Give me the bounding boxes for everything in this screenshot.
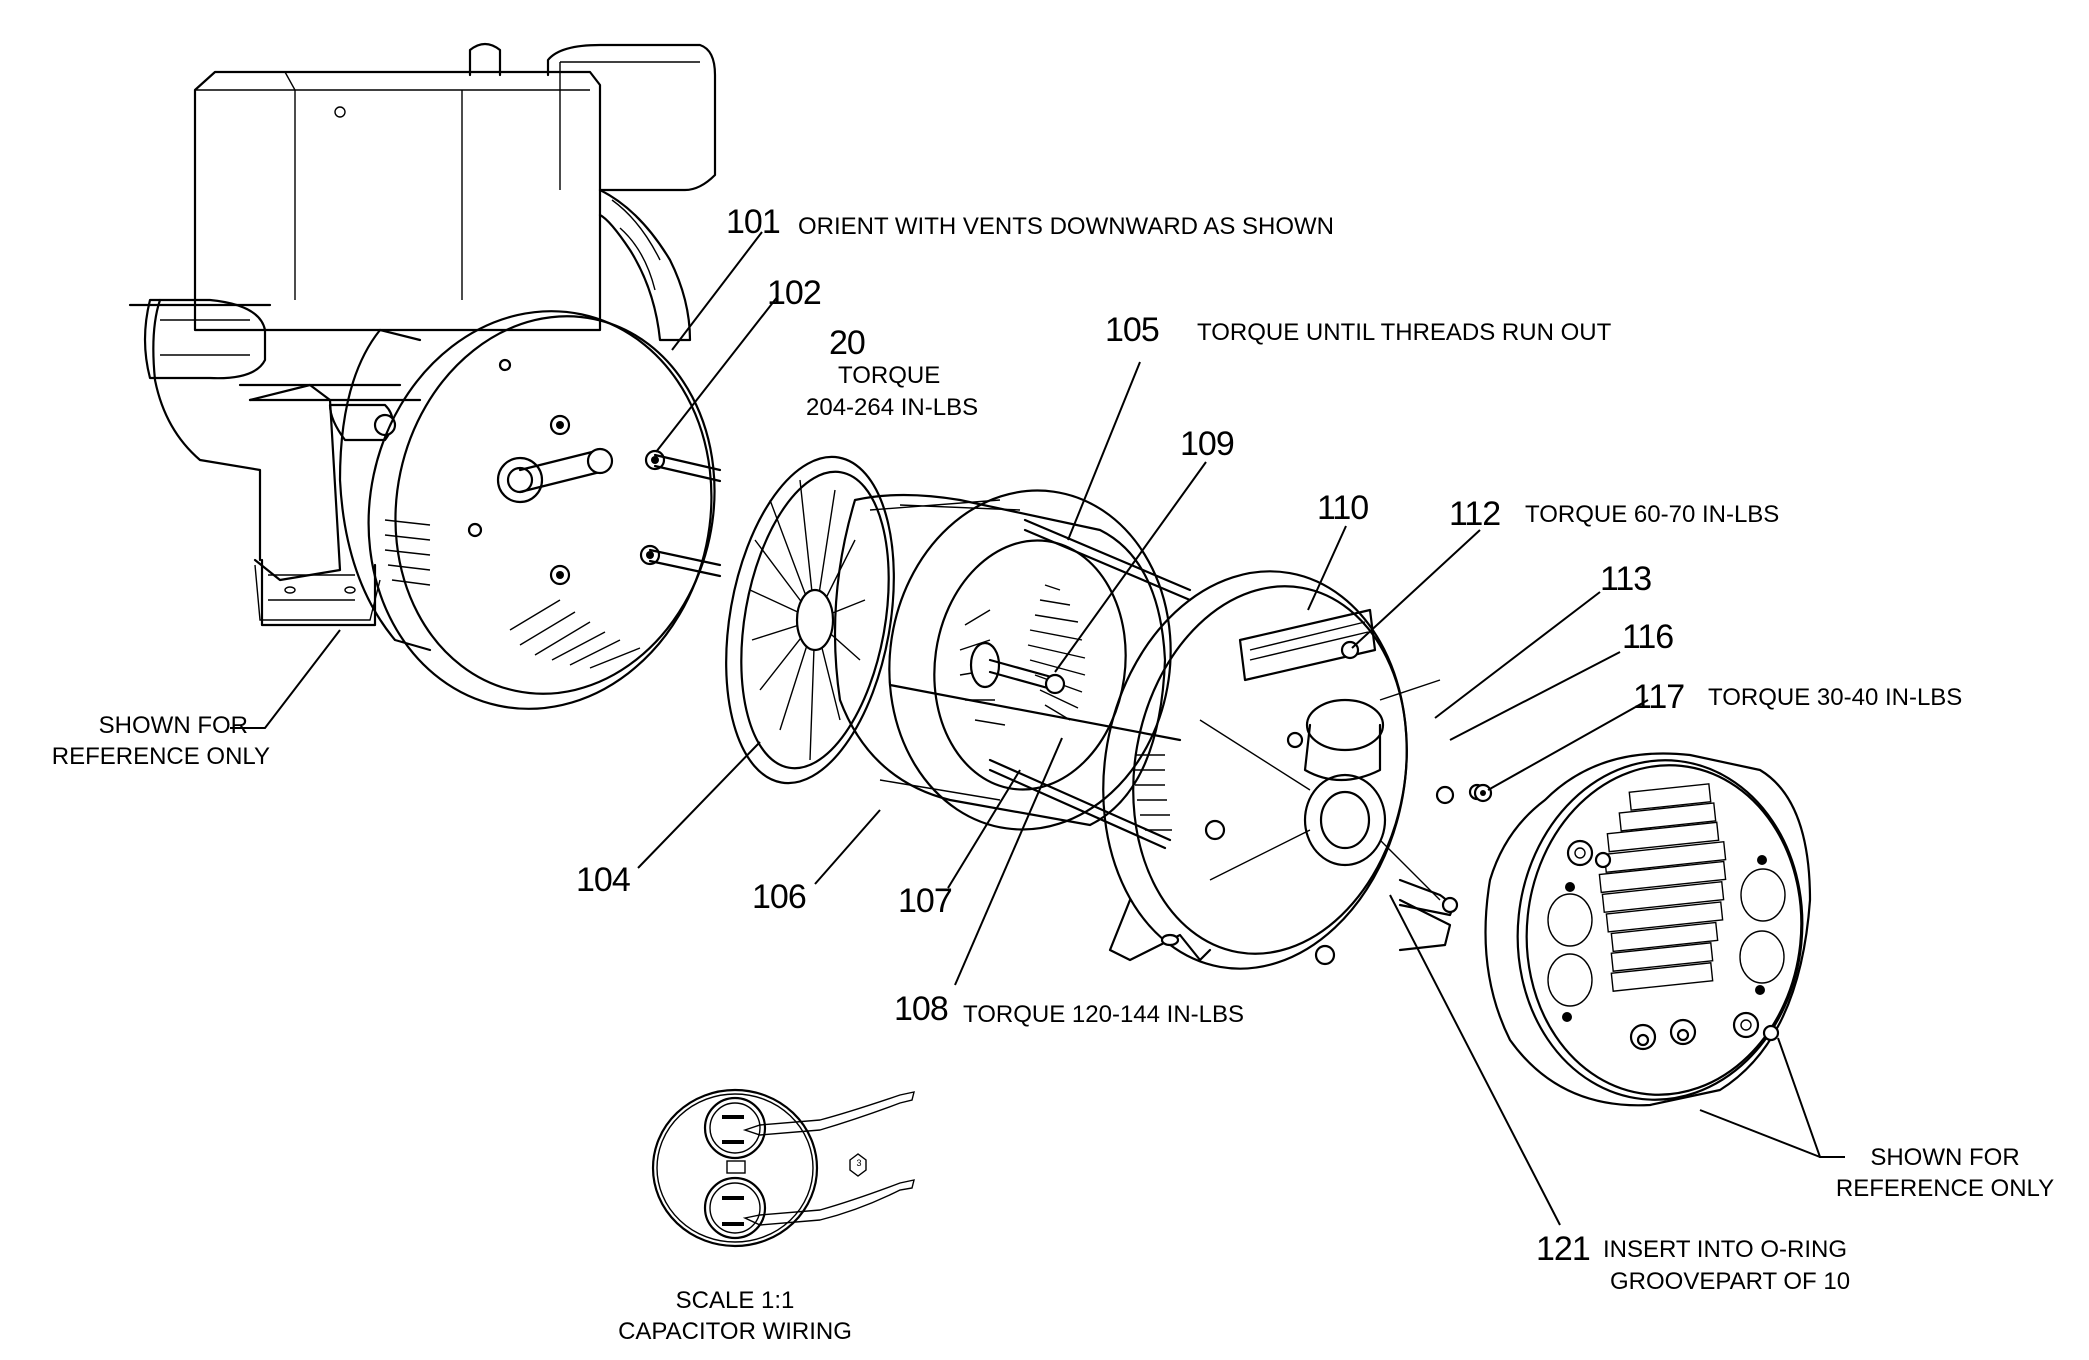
detail-title-label: CAPACITOR WIRING: [618, 1318, 852, 1345]
callout-101-note: ORIENT WITH VENTS DOWNWARD AS SHOWN: [798, 213, 1335, 240]
callout-121-note-line1: INSERT INTO O-RING: [1603, 1236, 1848, 1263]
part-110-bearing-carrier: [1102, 570, 1486, 970]
reference-note-left: SHOWN FOR REFERENCE ONLY: [40, 710, 270, 772]
callout-20-note-line1: TORQUE: [838, 362, 941, 389]
callout-108-note: TORQUE 120-144 IN-LBS: [963, 1001, 1245, 1028]
reference-note-right-line1: SHOWN FOR: [1870, 1144, 2020, 1171]
callout-106: 106: [752, 878, 807, 916]
wire-tag-label: 3: [856, 1158, 862, 1168]
part-104-fan: [725, 455, 895, 785]
leader-lines: [230, 231, 1845, 1226]
callout-116: 116: [1622, 618, 1674, 656]
part-117-screw: [1473, 783, 1493, 803]
callout-107: 107: [898, 882, 953, 920]
callout-20-note-line2: 204-264 IN-LBS: [806, 394, 979, 421]
part-106-stator: [833, 489, 1172, 831]
callout-112-note: TORQUE 60-70 IN-LBS: [1525, 501, 1780, 528]
detail-scale-label: SCALE 1:1: [675, 1287, 795, 1314]
capacitor-wiring-detail: [651, 1088, 915, 1248]
callout-113: 113: [1600, 560, 1652, 598]
callout-117: 117: [1633, 678, 1685, 716]
callout-102: 102: [767, 274, 822, 312]
callout-104: 104: [576, 861, 631, 899]
callout-109: 109: [1180, 425, 1235, 463]
callout-121-note-line2: GROOVEPART OF 10: [1610, 1268, 1851, 1295]
callout-20: 20: [829, 324, 866, 362]
end-cover-reference: [1484, 752, 1812, 1107]
capacitor-detail-caption: SCALE 1:1 CAPACITOR WIRING: [605, 1285, 865, 1347]
through-bolts: [648, 453, 1192, 850]
part-101-endbell: [338, 310, 716, 710]
callout-117-note: TORQUE 30-40 IN-LBS: [1708, 684, 1963, 711]
callout-108: 108: [894, 990, 949, 1028]
callout-121: 121: [1536, 1230, 1591, 1268]
callout-110: 110: [1317, 489, 1369, 527]
outlets: [1547, 868, 1786, 1007]
callout-112: 112: [1449, 495, 1501, 533]
callout-105-note: TORQUE UNTIL THREADS RUN OUT: [1197, 319, 1612, 346]
reference-note-right: SHOWN FOR REFERENCE ONLY: [1830, 1142, 2060, 1204]
reference-note-right-line2: REFERENCE ONLY: [1835, 1175, 2055, 1202]
reference-note-left-line2: REFERENCE ONLY: [51, 743, 270, 770]
engine-reference: [128, 42, 717, 627]
callout-105: 105: [1105, 311, 1160, 349]
reference-note-left-line1: SHOWN FOR: [98, 712, 248, 739]
callout-101: 101: [726, 203, 781, 241]
